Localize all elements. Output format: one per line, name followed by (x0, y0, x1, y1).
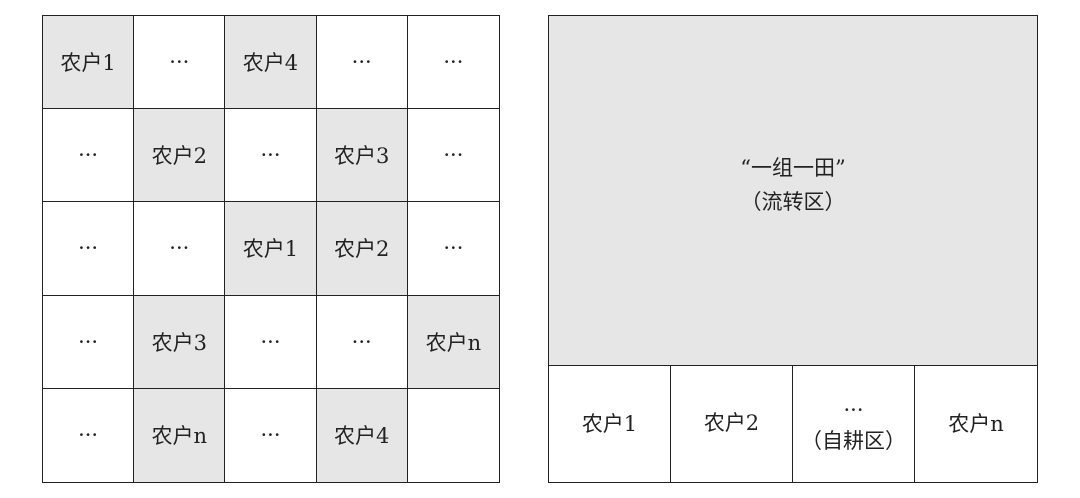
grid-cell: ··· (225, 388, 317, 482)
grid-cell: ··· (43, 388, 135, 482)
self-cell-2: 农户2 (671, 366, 793, 482)
grid-cell (407, 388, 499, 482)
grid-cell: ··· (43, 202, 135, 296)
self-cell-label: 农户2 (703, 411, 760, 435)
transfer-zone: “一组一田” （流转区） (549, 16, 1037, 366)
self-cell-label: 农户1 (581, 412, 638, 436)
self-cell-4: 农户n (915, 366, 1037, 482)
self-cell-label: 农户n (948, 412, 1004, 436)
grid-cell: ··· (407, 16, 499, 110)
grid-cell: ··· (407, 109, 499, 203)
grid-cell: ··· (225, 295, 317, 389)
grid-cell: ··· (225, 109, 317, 203)
grid-cell: ··· (316, 295, 408, 389)
grid-cell: 农户2 (134, 109, 226, 203)
self-cultivation-zone-label: （自耕区） (801, 429, 906, 453)
self-cultivation-row: 农户1 农户2 ··· （自耕区） 农户n (549, 366, 1037, 482)
grid-cell: ··· (43, 295, 135, 389)
grid-cell: ··· (316, 16, 408, 110)
grid-cell: 农户1 (43, 16, 135, 110)
grid-cell: ··· (134, 16, 226, 110)
self-cell-3: ··· （自耕区） (793, 366, 915, 482)
grid-cell: 农户4 (225, 16, 317, 110)
grid-cell: 农户n (134, 388, 226, 482)
grid-cell: ··· (134, 202, 226, 296)
grid-cell: ··· (407, 202, 499, 296)
grid-cell: 农户n (407, 295, 499, 389)
grid-cell: 农户4 (316, 388, 408, 482)
grid-cell: 农户1 (225, 202, 317, 296)
consolidated-plots-panel: “一组一田” （流转区） 农户1 农户2 ··· （自耕区） 农户n (548, 15, 1038, 483)
transfer-zone-subtitle: （流转区） (740, 189, 846, 214)
transfer-zone-title: “一组一田” (740, 155, 846, 180)
self-cell-1: 农户1 (549, 366, 671, 482)
grid-cell: ··· (43, 109, 135, 203)
grid-cell: 农户3 (316, 109, 408, 203)
grid-cell: 农户3 (134, 295, 226, 389)
self-cell-ellipsis: ··· (843, 398, 864, 422)
grid-cell: 农户2 (316, 202, 408, 296)
